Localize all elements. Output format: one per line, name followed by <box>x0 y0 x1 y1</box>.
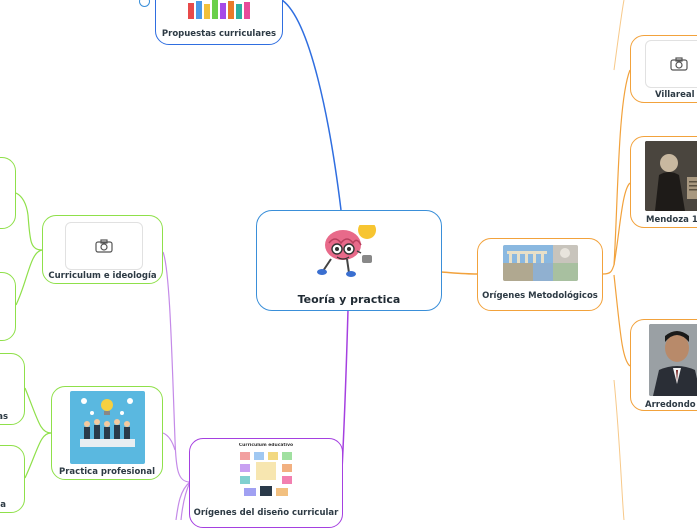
topic-curriculum-label: Curriculum e ideología <box>48 271 157 281</box>
infographic-caption: Curriculum educativo <box>238 443 294 448</box>
portrait-photo <box>649 324 697 396</box>
subtopic-villareal[interactable]: Villareal 19 <box>630 35 697 103</box>
subtopic-left-1[interactable] <box>0 157 16 229</box>
connector-propuestas <box>281 0 342 211</box>
subtopic-villareal-label: Villareal 19 <box>655 90 697 100</box>
topic-origenes-metod-label: Orígenes Metodológicos <box>482 291 598 301</box>
connector-origenes-metod <box>440 271 478 275</box>
topic-practica-profesional[interactable]: Practica profesional <box>51 386 163 480</box>
subtopic-arredondo[interactable]: Arredondo 19 <box>630 319 697 411</box>
camera-icon <box>95 239 113 253</box>
classical-collage-image <box>503 245 578 281</box>
connector-origenes-diseno <box>341 309 349 471</box>
meeting-illustration <box>70 391 145 464</box>
subtopic-left-4[interactable]: ia <box>0 445 25 513</box>
brain-lightbulb-icon <box>317 225 383 281</box>
camera-icon <box>670 57 688 71</box>
subtopic-left-2[interactable] <box>0 272 16 341</box>
image-placeholder <box>65 222 143 270</box>
portrait-engraving <box>645 141 697 211</box>
central-topic[interactable]: Teoría y practica <box>256 210 442 311</box>
topic-propuestas-curriculares[interactable]: Propuestas curriculares <box>155 0 283 45</box>
subtopic-mendoza[interactable]: Mendoza 198 <box>630 136 697 228</box>
topic-origenes-diseno[interactable]: Curriculum educativo Orígenes del diseño… <box>189 438 343 528</box>
subtopic-left-3-label: as <box>0 412 8 422</box>
topic-propuestas-label: Propuestas curriculares <box>161 29 277 39</box>
topic-origenes-diseno-label: Orígenes del diseño curricular <box>193 508 339 518</box>
people-group-image <box>186 0 254 21</box>
subtopic-left-4-label: ia <box>0 500 6 510</box>
central-topic-title: Teoría y practica <box>297 293 401 306</box>
topic-practica-label: Practica profesional <box>59 467 155 477</box>
topic-curriculum-ideologia[interactable]: Curriculum e ideología <box>42 215 163 284</box>
subtopic-arredondo-label: Arredondo 19 <box>645 400 697 410</box>
image-placeholder <box>645 40 697 88</box>
curriculum-infographic: Curriculum educativo <box>234 443 298 505</box>
subtopic-left-3[interactable]: as <box>0 353 25 425</box>
attachment-icon[interactable] <box>139 0 150 7</box>
subtopic-mendoza-label: Mendoza 198 <box>646 215 697 225</box>
topic-origenes-metodologicos[interactable]: Orígenes Metodológicos <box>477 238 603 311</box>
